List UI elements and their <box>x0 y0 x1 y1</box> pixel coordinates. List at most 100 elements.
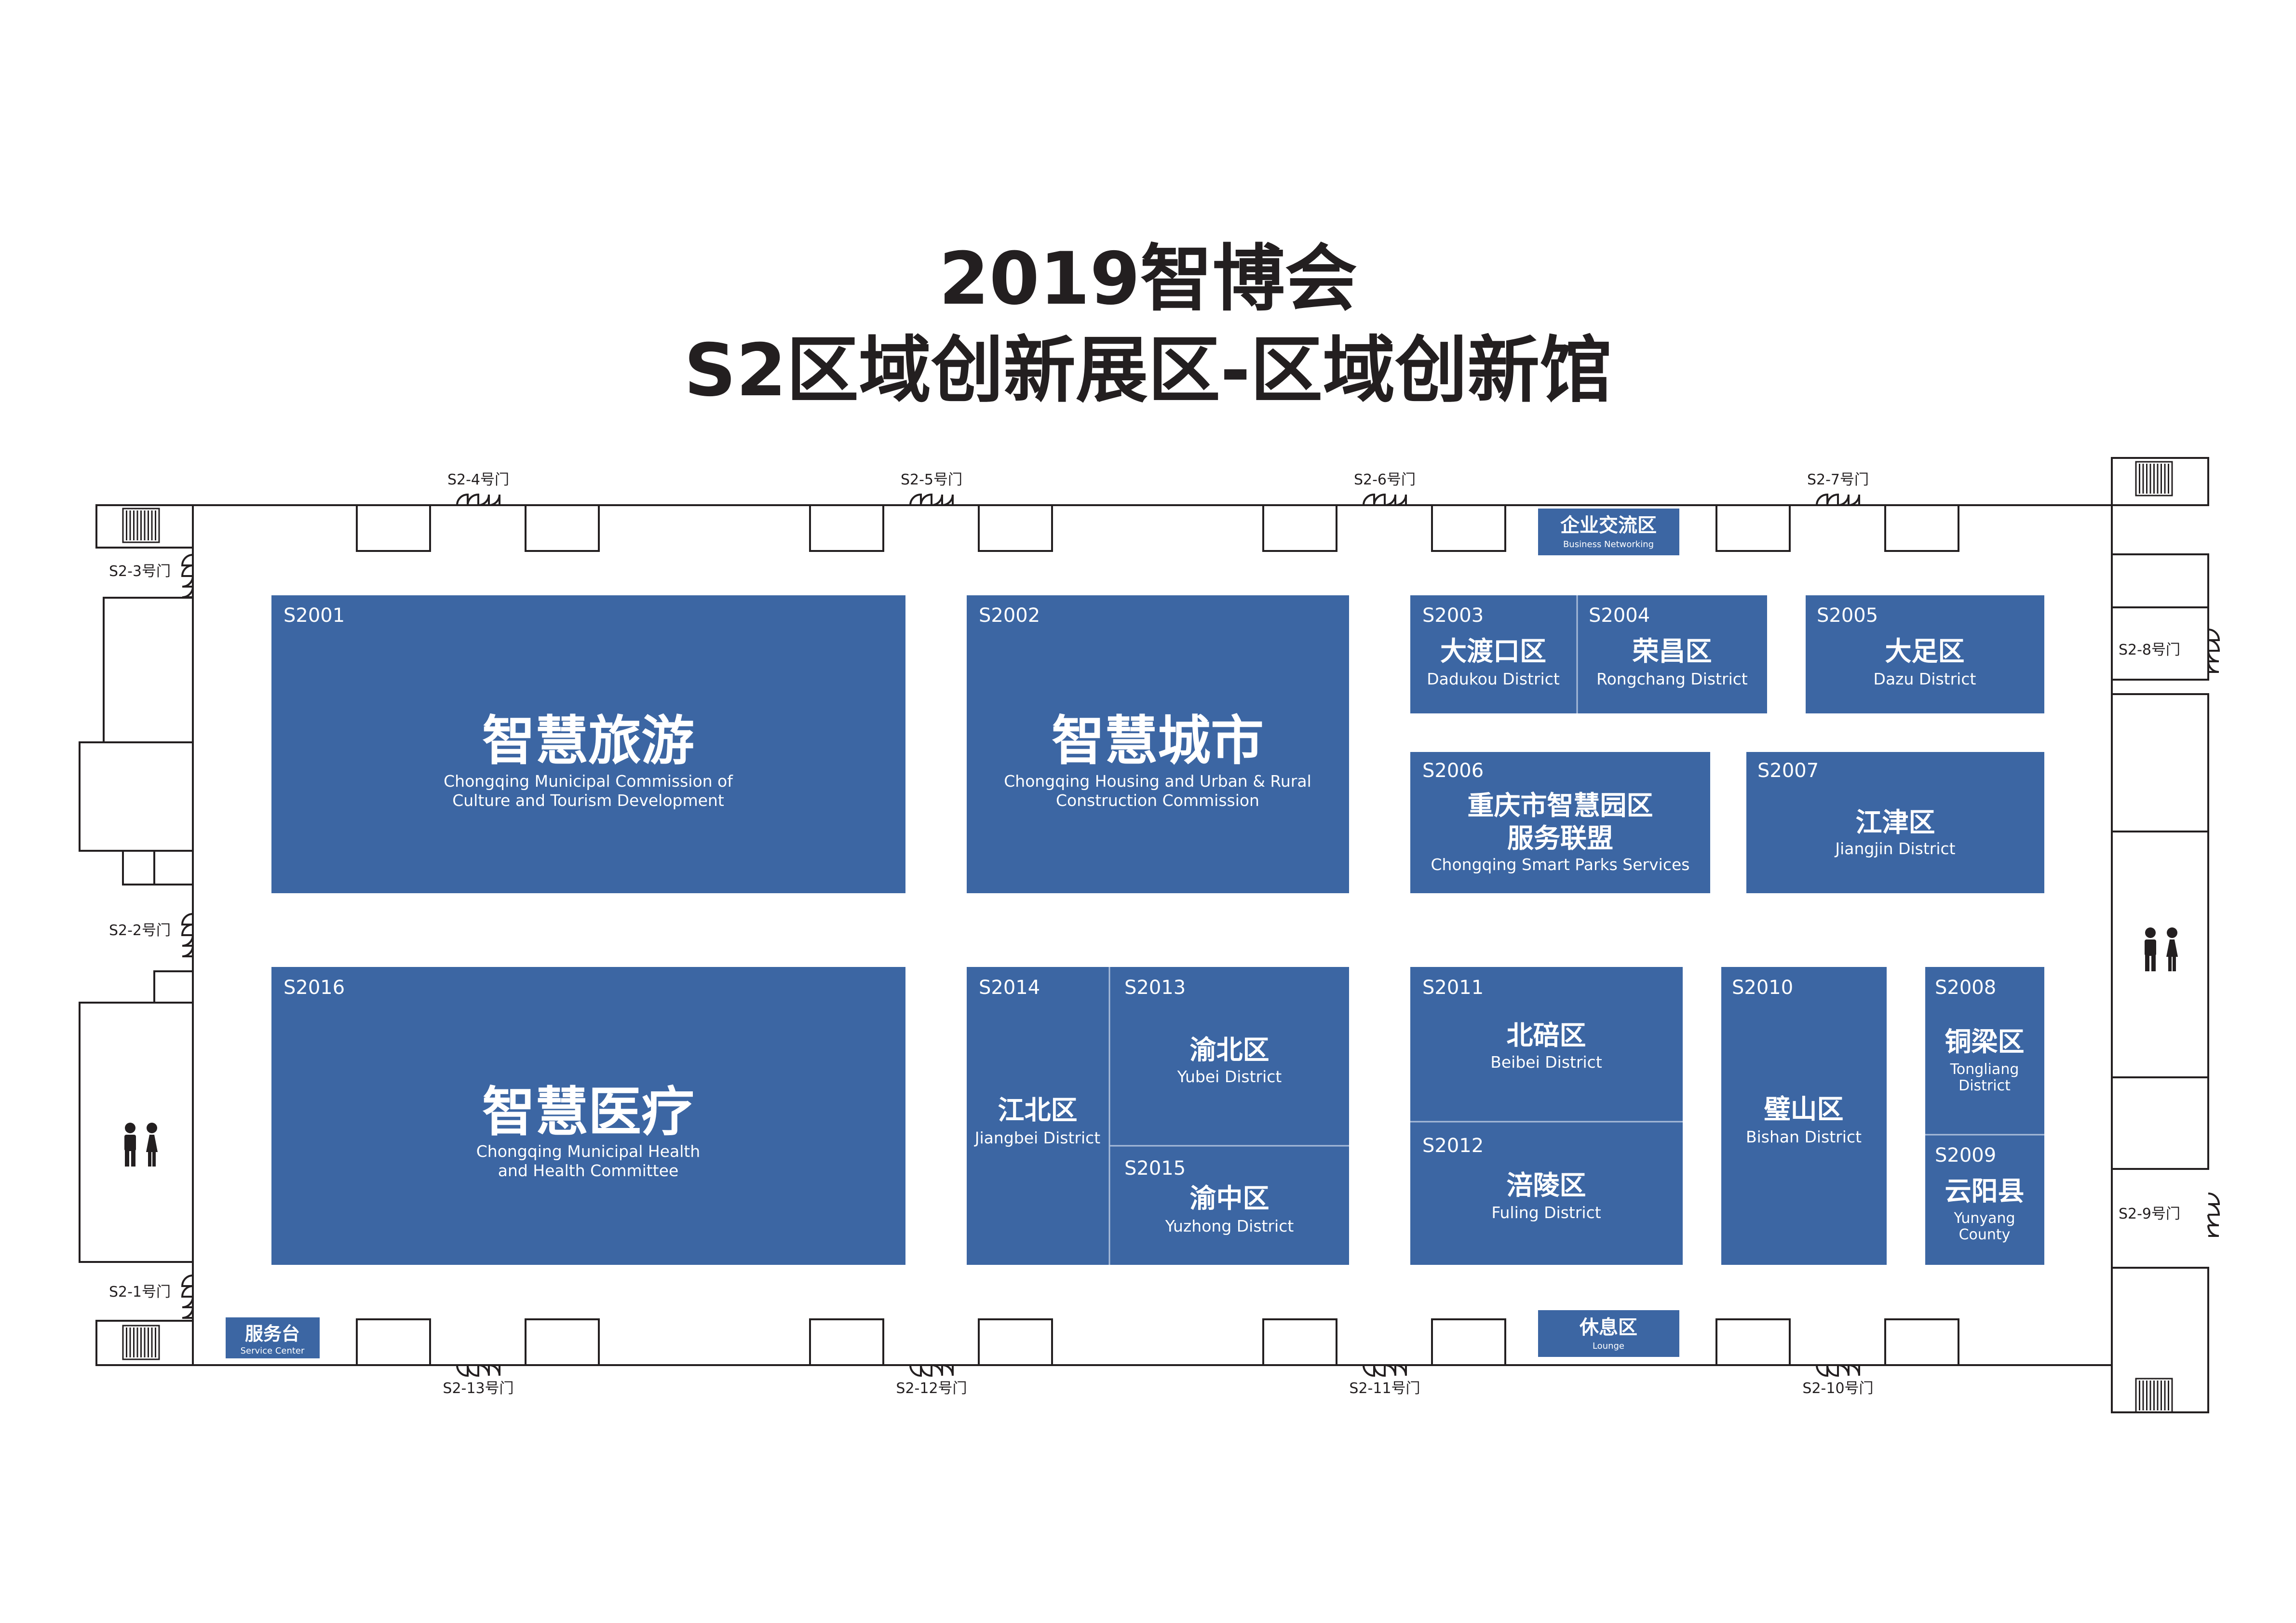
booth-name: 涪陵区 <box>1506 1170 1586 1201</box>
gate-label-s2-10: S2-10号门 <box>1802 1380 1873 1397</box>
booth-code: S2016 <box>284 977 345 999</box>
booth-s2009[interactable]: S2009 云阳县 Yunyang County <box>1925 1135 2044 1265</box>
gate-label-s2-7: S2-7号门 <box>1807 471 1869 488</box>
facility-name: 服务台 <box>245 1323 300 1344</box>
perimeter-enclosures <box>356 504 1959 1366</box>
booth-s2012[interactable]: S2012 涪陵区 Fuling District <box>1410 1122 1683 1265</box>
gate-label-s2-9: S2-9号门 <box>2119 1206 2180 1222</box>
booth-en-line: Yuzhong District <box>1165 1217 1294 1235</box>
booth-en-line: Bishan District <box>1746 1127 1862 1146</box>
booth-en-line: Rongchang District <box>1596 670 1748 688</box>
booth-s2011[interactable]: S2011 北碚区 Beibei District <box>1410 967 1683 1121</box>
booth-en-line: and Health Committee <box>498 1161 679 1180</box>
gate-label-s2-4: S2-4号门 <box>447 471 509 488</box>
booth-en-line: Chongqing Municipal Health <box>476 1142 700 1161</box>
stairs-icon <box>122 461 2173 1413</box>
booth-name-line2: 服务联盟 <box>1507 823 1613 854</box>
booth-en-line: Jiangbei District <box>974 1128 1100 1147</box>
booth-code: S2014 <box>979 977 1040 999</box>
gate-label-s2-2: S2-2号门 <box>109 922 171 939</box>
booth-name: 江北区 <box>998 1095 1077 1126</box>
booth-en-line: Beibei District <box>1490 1053 1602 1072</box>
booth-en-line: Culture and Tourism Development <box>452 791 724 810</box>
booth-s2014[interactable]: S2014 江北区 Jiangbei District <box>967 967 1109 1265</box>
booth-name: 大渡口区 <box>1440 636 1546 667</box>
booth-code: S2003 <box>1422 604 1484 627</box>
right-annex <box>2111 457 2209 1413</box>
booth-s2015[interactable]: S2015 渝中区 Yuzhong District <box>1110 1146 1349 1265</box>
booth-code: S2010 <box>1732 977 1793 999</box>
booth-code: S2013 <box>1124 977 1186 999</box>
booth-code: S2008 <box>1935 977 1996 999</box>
booth-s2007[interactable]: S2007 江津区 Jiangjin District <box>1746 752 2044 893</box>
booth-s2013[interactable]: S2013 渝北区 Yubei District <box>1110 967 1349 1145</box>
booth-en-line: Jiangjin District <box>1834 839 1955 858</box>
booth-s2010[interactable]: S2010 璧山区 Bishan District <box>1721 967 1887 1265</box>
restroom-icon <box>2145 927 2178 971</box>
booth-code: S2012 <box>1422 1135 1484 1157</box>
facility-name: 休息区 <box>1579 1316 1637 1339</box>
booth-code: S2015 <box>1124 1157 1186 1180</box>
booth-name: 渝北区 <box>1189 1034 1269 1065</box>
booth-en-line: Yubei District <box>1177 1067 1282 1086</box>
booth-en-line: Fuling District <box>1491 1203 1601 1222</box>
booth-code: S2011 <box>1422 977 1484 999</box>
facility-en: Business Networking <box>1563 539 1654 550</box>
facility-en: Lounge <box>1593 1341 1624 1351</box>
booth-s2016[interactable]: S2016 智慧医疗 Chongqing Municipal Health an… <box>271 967 905 1265</box>
booth-code: S2007 <box>1757 760 1819 782</box>
booth-s2001[interactable]: S2001 智慧旅游 Chongqing Municipal Commissio… <box>271 595 905 893</box>
booth-code: S2004 <box>1589 604 1650 627</box>
facility-en: Service Center <box>241 1346 305 1356</box>
booth-name: 智慧旅游 <box>482 710 694 772</box>
booth-name: 江津区 <box>1855 807 1935 838</box>
booth-s2002[interactable]: S2002 智慧城市 Chongqing Housing and Urban &… <box>967 595 1349 893</box>
facility-name: 企业交流区 <box>1560 514 1657 537</box>
gate-label-s2-12: S2-12号门 <box>896 1380 967 1397</box>
booth-code: S2005 <box>1817 604 1878 627</box>
gate-label-s2-3: S2-3号门 <box>109 563 171 580</box>
booth-en-line: Chongqing Municipal Commission of <box>444 772 733 791</box>
facility-service-center[interactable]: 服务台 Service Center <box>226 1317 320 1358</box>
booth-name: 云阳县 <box>1945 1176 2024 1207</box>
booth-en-line: Chongqing Smart Parks Services <box>1431 855 1690 874</box>
plan-title-line2: S2区域创新展区-区域创新馆 <box>684 329 1612 413</box>
gate-label-s2-11: S2-11号门 <box>1349 1380 1420 1397</box>
gate-label-s2-1: S2-1号门 <box>109 1284 171 1301</box>
booth-name: 重庆市智慧园区 <box>1467 790 1653 821</box>
booth-name: 璧山区 <box>1764 1094 1843 1125</box>
booth-s2006[interactable]: S2006 重庆市智慧园区 服务联盟 Chongqing Smart Parks… <box>1410 752 1710 893</box>
booth-en-line: Dadukou District <box>1427 670 1560 688</box>
booth-name: 荣昌区 <box>1632 636 1712 667</box>
booth-code: S2009 <box>1935 1144 1996 1167</box>
gate-labels: S2-1号门 S2-2号门 S2-3号门 S2-4号门 S2-5号门 S2-6号… <box>109 471 2180 1397</box>
booth-en-line: District <box>1958 1077 2011 1094</box>
booth-s2003[interactable]: S2003 大渡口区 Dadukou District <box>1410 595 1577 713</box>
gate-label-s2-8: S2-8号门 <box>2119 642 2180 658</box>
booth-code: S2002 <box>979 604 1040 627</box>
booth-en-line: Yunyang <box>1953 1210 2015 1227</box>
booth-name: 智慧医疗 <box>482 1081 694 1143</box>
booth-name: 北碚区 <box>1506 1020 1586 1051</box>
booth-code: S2001 <box>284 604 345 627</box>
booth-en-line: Tongliang <box>1950 1061 2019 1078</box>
gate-label-s2-6: S2-6号门 <box>1354 471 1416 488</box>
facility-business-networking[interactable]: 企业交流区 Business Networking <box>1538 509 1679 555</box>
booth-en-line: Chongqing Housing and Urban & Rural <box>1004 772 1311 791</box>
booth-name: 大足区 <box>1885 636 1964 667</box>
booth-s2008[interactable]: S2008 铜梁区 Tongliang District <box>1925 967 2044 1134</box>
booth-name: 铜梁区 <box>1945 1026 2024 1057</box>
facility-lounge[interactable]: 休息区 Lounge <box>1538 1310 1679 1357</box>
double-door-icon <box>181 493 2220 1377</box>
restroom-icon <box>124 1123 158 1167</box>
booth-s2005[interactable]: S2005 大足区 Dazu District <box>1806 595 2044 713</box>
plan-title-line1: 2019智博会 <box>939 237 1357 321</box>
booth-en-line: Dazu District <box>1874 670 1976 688</box>
booth-en-line: Construction Commission <box>1056 791 1259 810</box>
gate-label-s2-13: S2-13号门 <box>443 1380 513 1397</box>
booth-name: 渝中区 <box>1189 1183 1269 1214</box>
booth-en-line: County <box>1959 1226 2011 1243</box>
booth-s2004[interactable]: S2004 荣昌区 Rongchang District <box>1578 595 1767 713</box>
booth-code: S2006 <box>1422 760 1484 782</box>
